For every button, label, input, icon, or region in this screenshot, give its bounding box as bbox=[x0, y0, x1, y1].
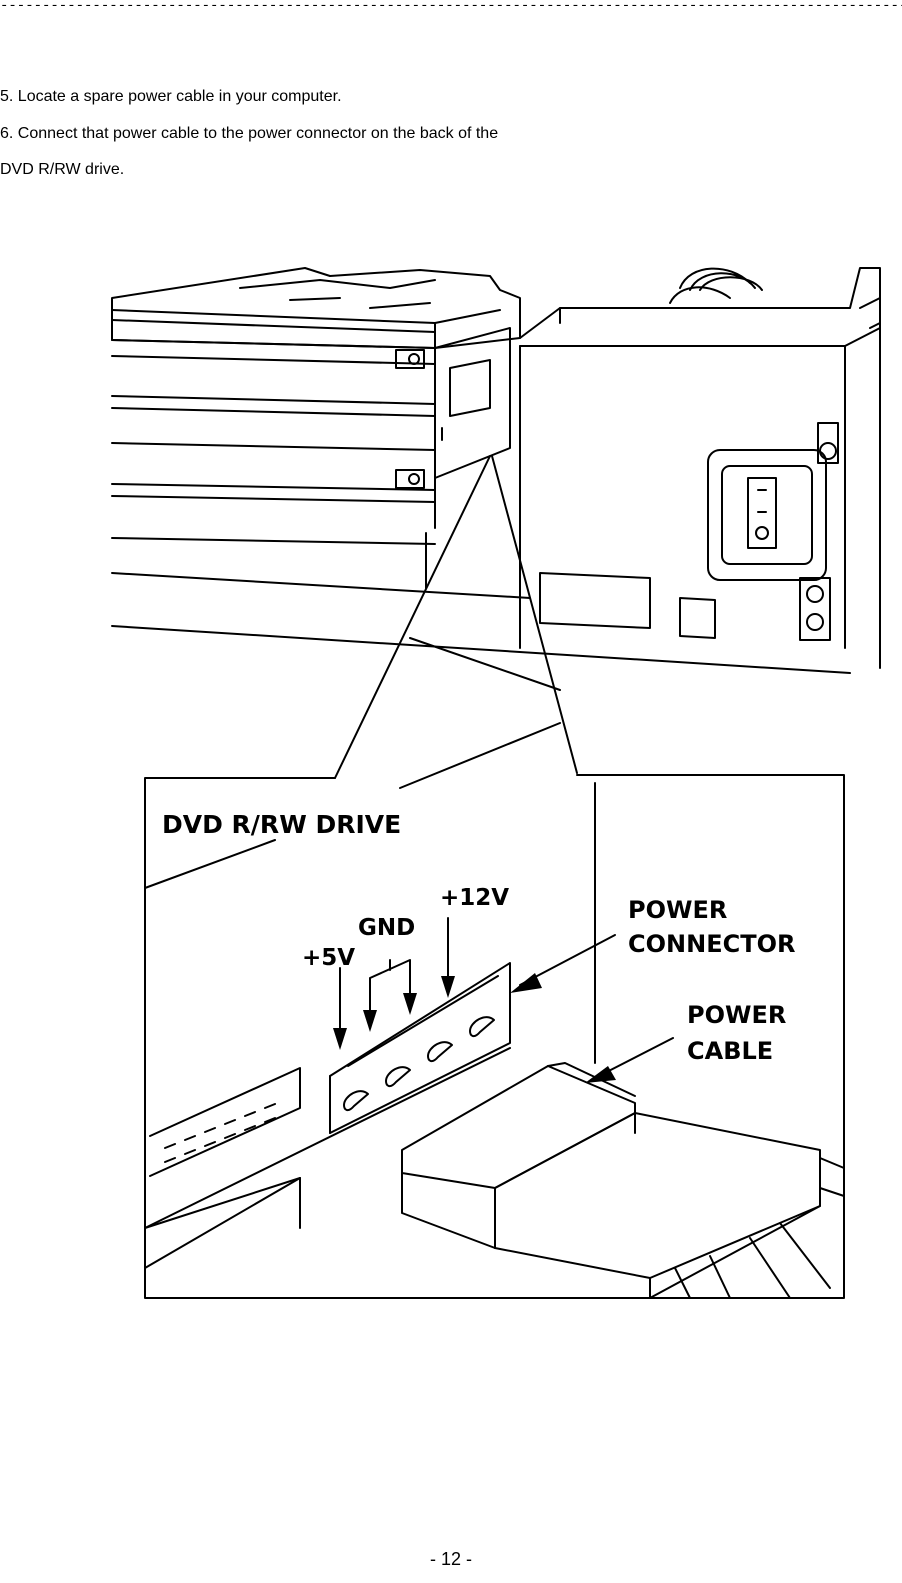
chassis-power-supply bbox=[519, 267, 881, 669]
step-6-text: 6. Connect that power cable to the power… bbox=[0, 125, 499, 142]
page-number: - 12 - bbox=[429, 1549, 472, 1569]
pin-gnd-label: GND bbox=[358, 915, 415, 941]
arrow-gnd-left bbox=[363, 1010, 377, 1032]
arrow-power-cable bbox=[585, 1066, 616, 1083]
header-dashed-rule: ----------------------------------------… bbox=[0, 0, 902, 12]
power-cable-label-line1: POWER bbox=[687, 1001, 786, 1029]
arrow-5v bbox=[333, 1028, 347, 1050]
power-cable-label-line2: CABLE bbox=[687, 1037, 773, 1065]
illustration-svg: DVD R/RW DRIVE +5V GND +12V POWER CONNEC… bbox=[111, 267, 881, 1299]
zoom-callout bbox=[334, 455, 578, 789]
detail-inset bbox=[144, 774, 845, 1299]
drive-label: DVD R/RW DRIVE bbox=[162, 810, 401, 839]
pin-indicator-lines bbox=[339, 917, 674, 1079]
pin-12v-label: +12V bbox=[440, 885, 509, 911]
arrow-power-connector bbox=[510, 973, 542, 993]
power-connection-illustration: DVD R/RW DRIVE +5V GND +12V POWER CONNEC… bbox=[90, 228, 896, 1338]
step-5-text: 5. Locate a spare power cable in your co… bbox=[0, 88, 342, 105]
arrow-gnd-right bbox=[403, 993, 417, 1015]
arrow-12v bbox=[441, 976, 455, 998]
pin-5v-label: +5V bbox=[302, 945, 355, 971]
step-6-text-continued: DVD R/RW drive. bbox=[0, 161, 125, 178]
power-connector-label-line1: POWER bbox=[628, 896, 727, 924]
power-connector-label-line2: CONNECTOR bbox=[628, 930, 795, 958]
chassis-drive-bays bbox=[111, 267, 851, 674]
